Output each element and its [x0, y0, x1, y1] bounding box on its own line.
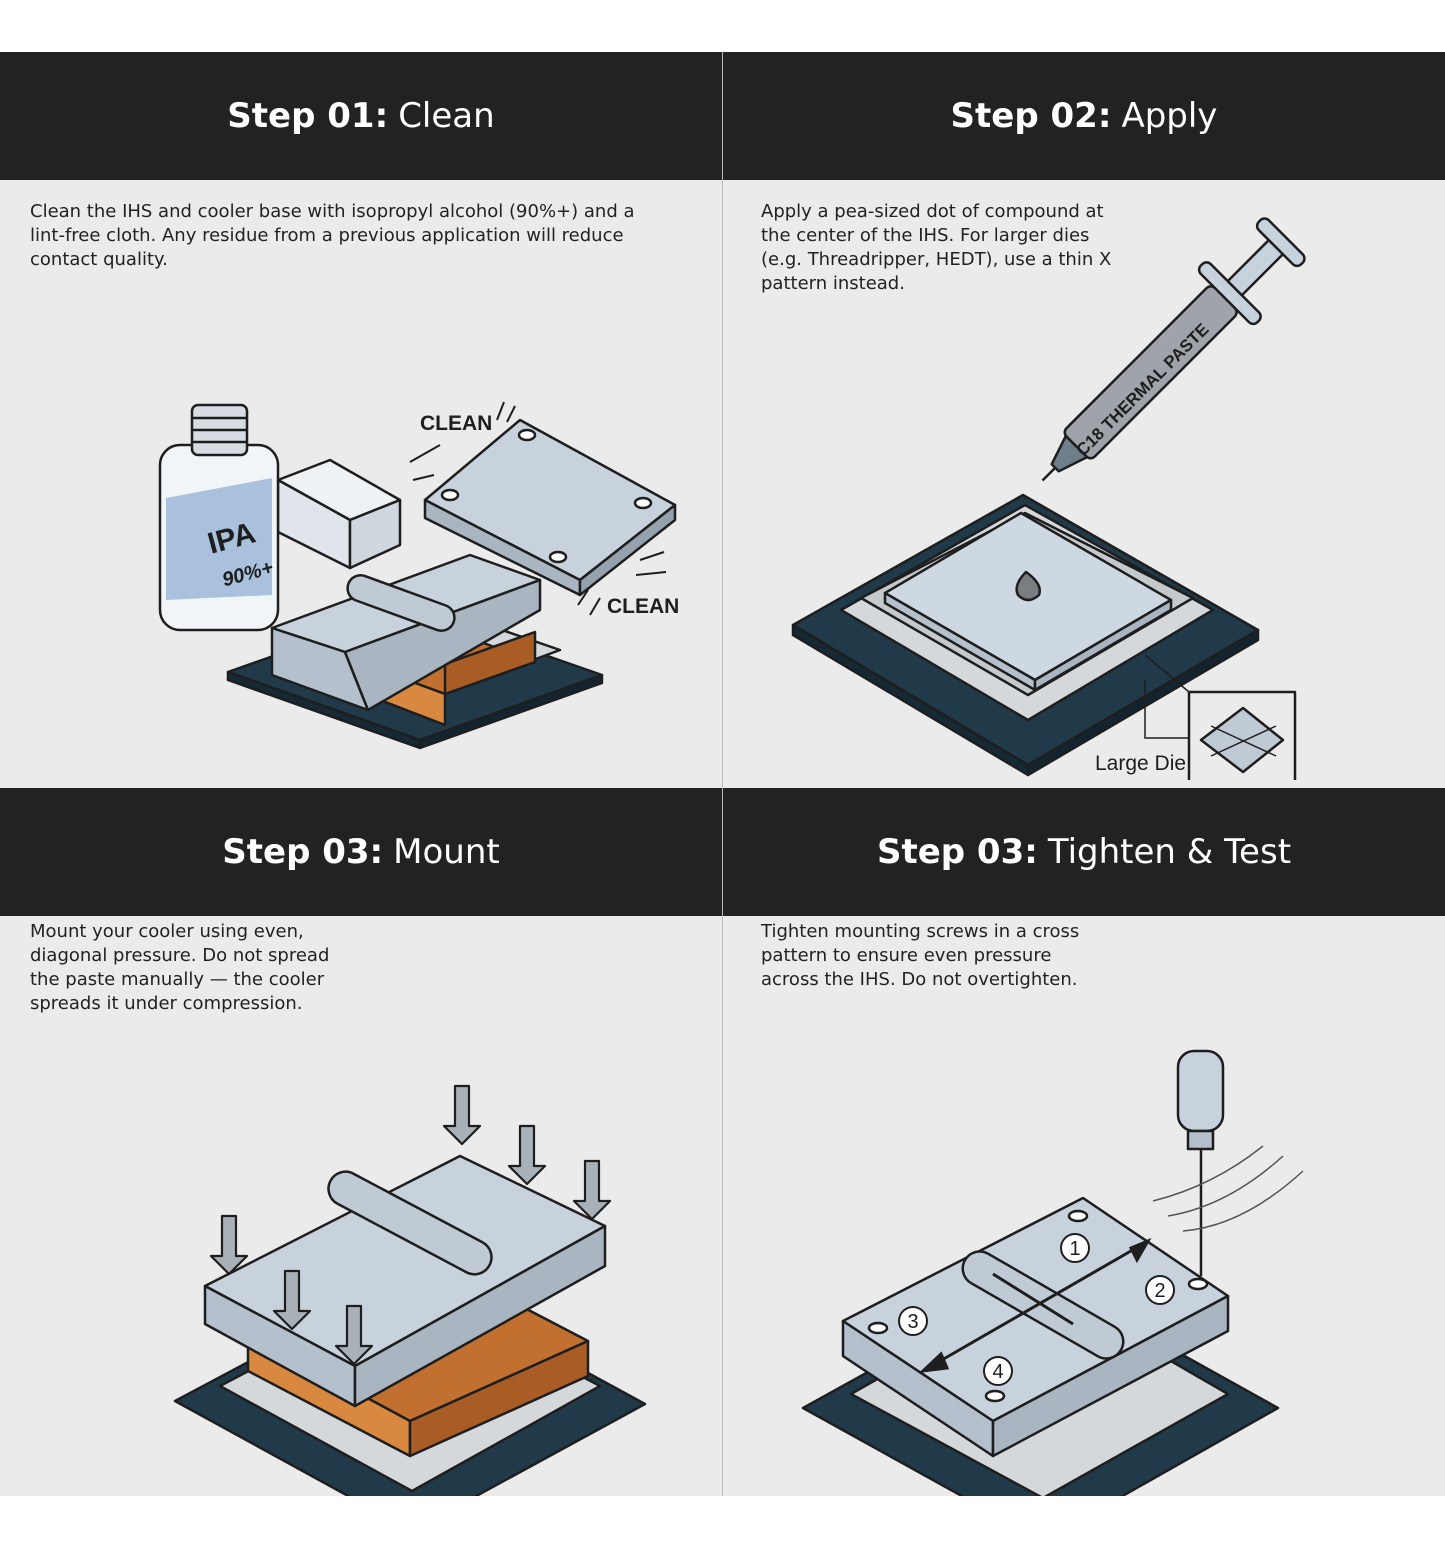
step-title: Mount — [393, 832, 500, 872]
step-header: Step 02: Apply — [723, 52, 1445, 180]
mounting-bracket — [346, 574, 456, 632]
tighten-illustration: 1 2 3 4 — [801, 1049, 1304, 1496]
screw-label-2: 2 — [1154, 1280, 1165, 1302]
screw-label-1: 1 — [1069, 1238, 1080, 1260]
step-header: Step 03: Tighten & Test — [723, 788, 1445, 916]
inset-label: Large Die — [1095, 752, 1186, 775]
step-header: Step 01: Clean — [0, 52, 722, 180]
screw-label-3: 3 — [907, 1311, 918, 1333]
step-number: Step 03: — [222, 832, 384, 872]
vertical-divider — [722, 52, 723, 788]
step-description: Clean the IHS and cooler base with isopr… — [30, 201, 635, 270]
apply-illustration: C18 THERMAL PASTE Large Die — [791, 217, 1306, 780]
mounting-bracket — [327, 1170, 493, 1276]
mount-illustration — [173, 1084, 647, 1496]
pressure-arrows — [209, 1084, 612, 1366]
clean-callout-top: CLEAN — [420, 412, 492, 435]
screwdriver — [1176, 1049, 1225, 1276]
vertical-divider — [722, 788, 723, 1496]
step-number: Step 03: — [876, 832, 1038, 872]
clean-callout-bottom: CLEAN — [607, 595, 679, 618]
step-panel-mount: Step 03: Mount Mount your cooler using e… — [0, 788, 722, 1496]
step-title: Clean — [398, 96, 495, 136]
screw-label-4: 4 — [992, 1361, 1003, 1383]
step-panel-clean: Step 01: Clean Clean the IHS and cooler … — [0, 52, 722, 788]
steps-grid: Step 01: Clean Clean the IHS and cooler … — [0, 52, 1445, 1496]
paste-dot — [1015, 570, 1041, 602]
syringe — [1041, 217, 1306, 482]
step-number: Step 02: — [950, 96, 1112, 136]
cleaning-illustration: IPA 90%+ CLEAN CLEAN — [158, 401, 679, 750]
step-panel-tighten: Step 03: Tighten & Test Tighten mounting… — [723, 788, 1445, 1496]
step-title: Tighten & Test — [1047, 832, 1292, 872]
syringe-label: C18 THERMAL PASTE — [1073, 320, 1213, 460]
step-header: Step 03: Mount — [0, 788, 722, 916]
step-description: Tighten mounting screws in a cross patte… — [761, 921, 1080, 990]
step-description: Apply a pea-sized dot of compound at the… — [761, 201, 1112, 294]
step-title: Apply — [1121, 96, 1218, 136]
step-panel-apply: Step 02: Apply Apply a pea-sized dot of … — [723, 52, 1445, 788]
screw-order-markers — [898, 1233, 1175, 1386]
step-description: Mount your cooler using even, diagonal p… — [30, 921, 330, 1014]
step-number: Step 01: — [227, 96, 389, 136]
